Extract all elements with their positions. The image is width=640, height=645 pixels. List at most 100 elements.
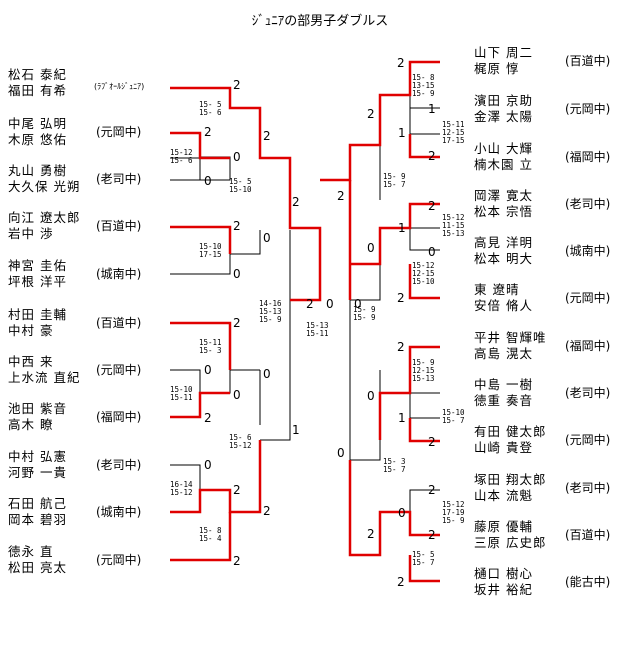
player-name: 神宮 圭佑 — [8, 258, 67, 273]
school-label: (老司中) — [96, 458, 142, 472]
result-number: 2 — [428, 435, 436, 449]
school-label: (福岡中) — [96, 410, 142, 424]
player-name: 岩中 渉 — [8, 226, 54, 241]
player-name: 山本 流魁 — [474, 488, 533, 503]
result-number: 2 — [292, 195, 300, 209]
player-name: 中村 豪 — [8, 323, 54, 338]
result-number: 2 — [233, 554, 241, 568]
player-name: 塚田 翔太郎 — [474, 472, 547, 487]
result-number: 0 — [233, 267, 241, 281]
set-score: 15- 5 15- 7 — [412, 550, 435, 567]
result-number: 0 — [263, 231, 271, 245]
result-number: 0 — [367, 389, 375, 403]
player-name: 高見 洋明 — [474, 235, 533, 250]
result-number: 2 — [233, 483, 241, 497]
result-number: 1 — [292, 423, 300, 437]
result-number: 2 — [306, 297, 314, 311]
school-label: (元岡中) — [96, 125, 142, 139]
result-number: 2 — [233, 316, 241, 330]
player-name: 石田 航己 — [8, 496, 67, 511]
set-score: 15-11 12-15 17-15 — [442, 120, 465, 145]
set-score: 15- 5 15-10 — [229, 177, 252, 194]
player-name: 濱田 京助 — [474, 93, 533, 108]
result-number: 2 — [233, 78, 241, 92]
player-name: 村田 圭輔 — [8, 307, 67, 322]
player-name: 東 遼晴 — [474, 282, 520, 297]
player-name: 中尾 弘明 — [8, 116, 67, 131]
set-score: 15-10 17-15 — [199, 242, 222, 259]
set-score: 16-14 15-12 — [170, 480, 193, 497]
result-number: 0 — [263, 367, 271, 381]
school-label: (百道中) — [565, 528, 611, 542]
school-label: (百道中) — [565, 54, 611, 68]
set-score: 15- 8 15- 4 — [199, 526, 222, 543]
result-number: 2 — [367, 107, 375, 121]
result-number: 2 — [428, 199, 436, 213]
player-name: 中西 来 — [8, 354, 54, 369]
set-score: 15- 9 15- 7 — [383, 172, 406, 189]
player-name: 坪根 洋平 — [8, 274, 67, 289]
set-score: 15- 9 12-15 15-13 — [412, 358, 435, 383]
result-number: 0 — [337, 446, 345, 460]
set-score: 15- 5 15- 6 — [199, 100, 222, 117]
result-number: 2 — [397, 56, 405, 70]
player-name: 河野 一貴 — [8, 465, 67, 480]
result-number: 2 — [428, 528, 436, 542]
set-score: 15-13 15-11 — [306, 321, 329, 338]
school-label: (城南中) — [565, 244, 611, 258]
player-name: 中村 弘憲 — [8, 449, 67, 464]
result-number: 2 — [397, 291, 405, 305]
result-number: 0 — [367, 241, 375, 255]
school-label: (ﾗﾌﾞｵｰﾙｼﾞｭﾆｱ) — [94, 82, 145, 91]
player-name: 山下 周二 — [474, 45, 533, 60]
player-name: 木原 悠佑 — [8, 132, 67, 147]
school-label: (百道中) — [96, 219, 142, 233]
result-number: 2 — [428, 483, 436, 497]
set-score: 15-12 15- 6 — [170, 148, 193, 165]
player-name: 金澤 太陽 — [474, 109, 533, 124]
school-label: (城南中) — [96, 505, 142, 519]
result-number: 2 — [337, 189, 345, 203]
result-number: 0 — [233, 388, 241, 402]
player-name: 高木 瞭 — [8, 417, 54, 432]
player-name: 松田 亮太 — [8, 560, 67, 575]
school-label: (老司中) — [565, 197, 611, 211]
set-score: 15-10 15-11 — [170, 385, 193, 402]
player-name: 三原 広史郎 — [474, 535, 547, 550]
set-score: 14-16 15-13 15- 9 — [259, 299, 282, 324]
set-score: 15- 8 13-15 15- 9 — [412, 73, 435, 98]
player-name: 楠木園 立 — [474, 157, 533, 172]
result-number: 0 — [326, 297, 334, 311]
school-label: (元岡中) — [565, 291, 611, 305]
result-number: 2 — [428, 149, 436, 163]
result-number: 0 — [204, 363, 212, 377]
result-number: 0 — [428, 245, 436, 259]
result-number: 2 — [233, 219, 241, 233]
set-score: 15-12 11-15 15-13 — [442, 213, 465, 238]
player-name: 坂井 裕紀 — [474, 582, 533, 597]
player-name: 樋口 樹心 — [474, 566, 533, 581]
player-name: 有田 健太郎 — [474, 424, 547, 439]
result-number: 0 — [398, 506, 406, 520]
result-number: 2 — [204, 411, 212, 425]
player-name: 上水流 直紀 — [8, 370, 81, 385]
school-label: (百道中) — [96, 316, 142, 330]
player-name: 小山 大輝 — [474, 141, 533, 156]
set-score: 15-10 15- 7 — [442, 408, 465, 425]
page-title: ｼﾞｭﾆｱの部男子ダブルス — [251, 14, 389, 29]
player-name: 高島 滉太 — [474, 346, 533, 361]
result-number: 2 — [204, 125, 212, 139]
result-number: 1 — [428, 102, 436, 116]
school-label: (城南中) — [96, 267, 142, 281]
school-label: (元岡中) — [565, 102, 611, 116]
player-name: 岡本 碧羽 — [8, 512, 67, 527]
player-name: 大久保 光朔 — [8, 179, 81, 194]
result-number: 2 — [263, 129, 271, 143]
set-score: 15- 6 15-12 — [229, 433, 252, 450]
school-label: (老司中) — [96, 172, 142, 186]
result-number: 1 — [398, 221, 406, 235]
player-name: 向江 遼太郎 — [8, 210, 81, 225]
player-name: 松本 明大 — [474, 251, 533, 266]
player-name: 安倍 脩人 — [474, 298, 533, 313]
